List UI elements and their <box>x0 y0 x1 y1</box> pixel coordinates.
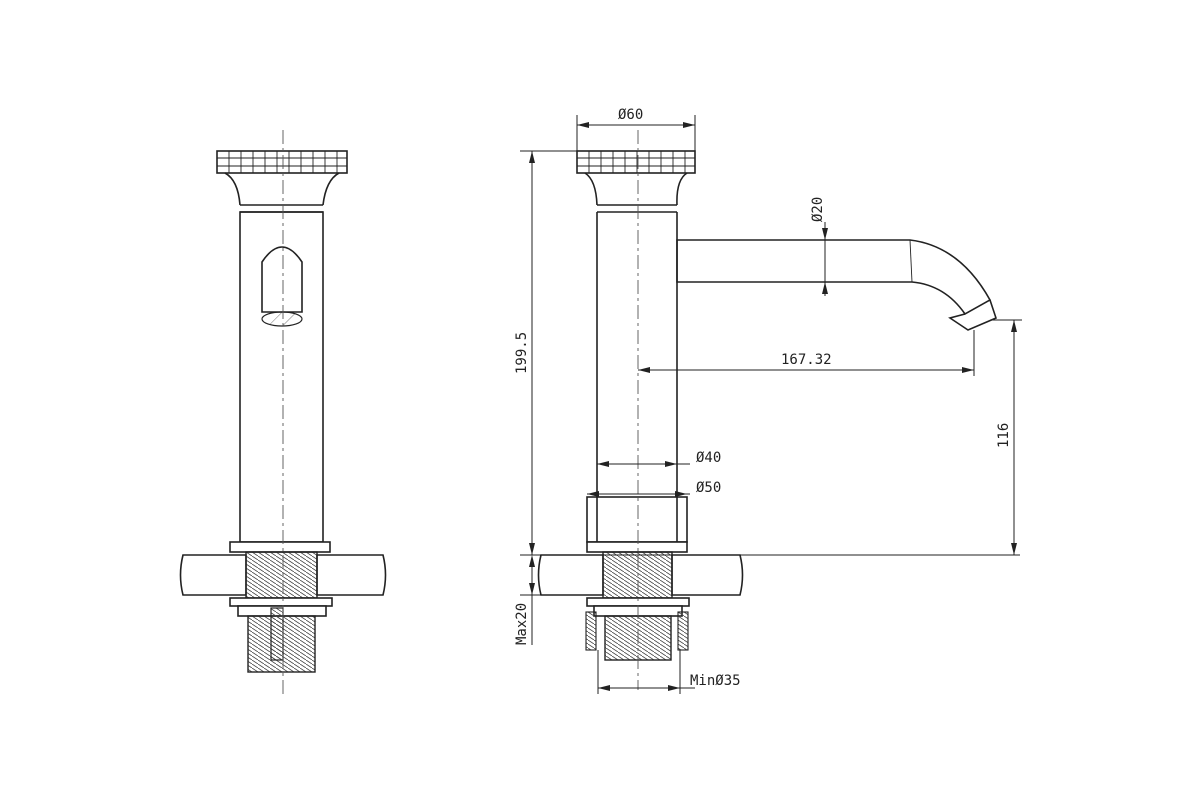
front-nut <box>229 597 333 607</box>
front-body <box>239 211 324 543</box>
front-base-ring <box>229 541 331 553</box>
dim-overall-height: 199.5 <box>514 332 530 374</box>
dim-spout-reach: 167.32 <box>781 352 832 368</box>
side-handle-neck <box>584 172 688 206</box>
side-handle-knurl <box>577 151 695 173</box>
front-handle-neck <box>224 172 340 206</box>
side-shank <box>602 551 673 599</box>
side-handle <box>576 150 696 174</box>
dim-max-counter-thickness: Max20 <box>514 603 530 645</box>
front-outlet <box>261 246 303 313</box>
front-view <box>179 130 387 695</box>
dim-spout-diameter: Ø20 <box>810 197 826 222</box>
aerator-mesh <box>261 311 303 327</box>
dim-base-diameter: Ø50 <box>696 480 721 496</box>
side-spout-outlet <box>948 299 997 331</box>
dimension-lines <box>520 115 1022 694</box>
front-handle-knurl <box>217 151 347 173</box>
side-view <box>537 130 997 690</box>
dim-body-diameter: Ø40 <box>696 450 721 466</box>
side-stud-left <box>585 611 597 651</box>
front-counter-section <box>179 554 387 596</box>
front-shank <box>245 551 318 599</box>
dim-head-diameter: Ø60 <box>618 107 643 123</box>
dim-spout-height: 116 <box>996 423 1012 448</box>
side-spout <box>676 239 992 316</box>
front-stud <box>270 607 284 661</box>
side-stud-right <box>677 611 689 651</box>
front-handle <box>216 150 348 174</box>
side-base <box>586 496 688 543</box>
side-counter-section <box>537 554 744 596</box>
dim-min-hole-diameter: MinØ35 <box>690 673 741 689</box>
